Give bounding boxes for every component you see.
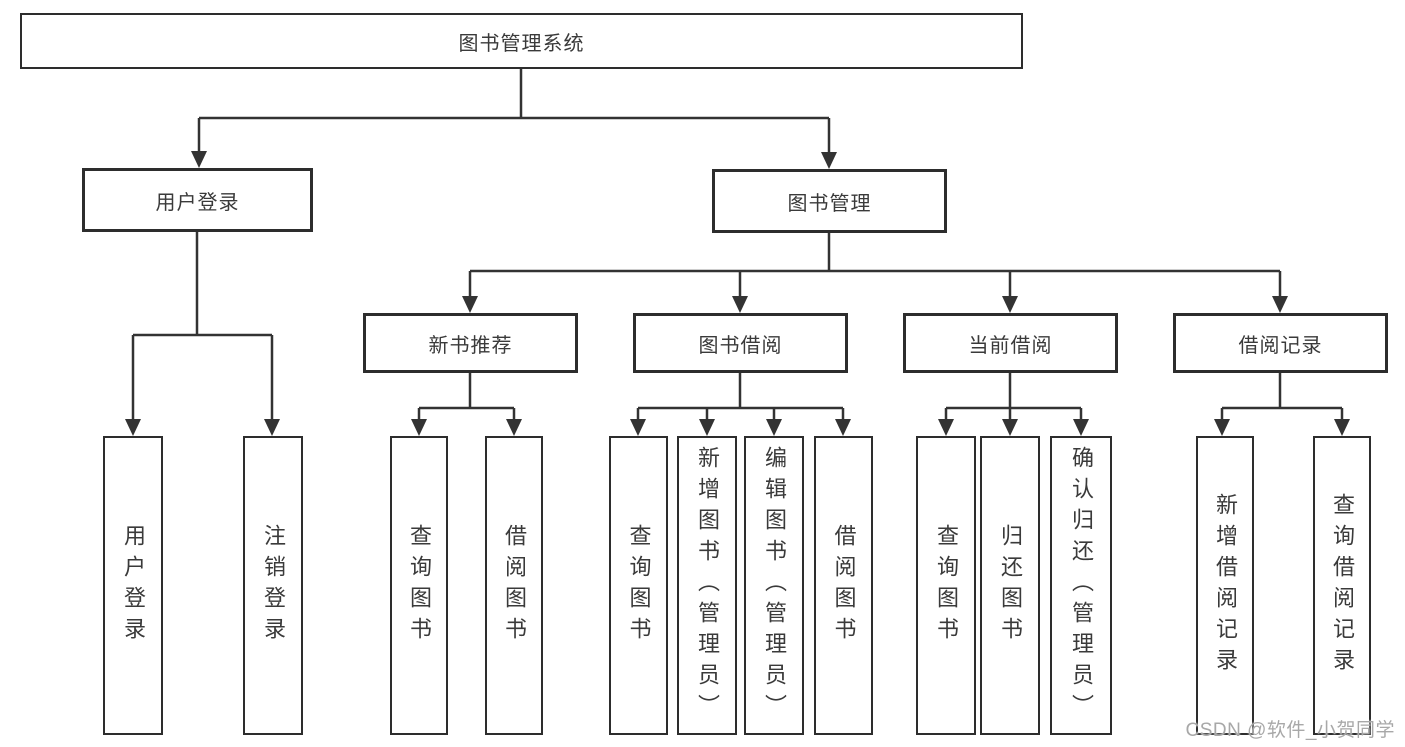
connector-root-to-level2 <box>191 69 837 169</box>
node-borrow-borrow-books-label: 借阅图书 <box>831 523 857 648</box>
node-borrow-borrow-books: 借阅图书 <box>814 436 873 735</box>
node-root: 图书管理系统 <box>20 13 1023 69</box>
node-user-login-label: 用户登录 <box>155 191 240 214</box>
node-records-query-record: 查询借阅记录 <box>1313 436 1371 735</box>
node-user-login: 用户登录 <box>82 168 313 232</box>
node-root-label: 图书管理系统 <box>458 32 585 55</box>
node-book-management: 图书管理 <box>712 169 947 233</box>
node-current-borrow: 当前借阅 <box>903 313 1118 373</box>
node-current-confirm-return-admin: 确认归还（管理员） <box>1050 436 1112 735</box>
connector-records-children <box>1214 373 1350 436</box>
node-book-management-label: 图书管理 <box>787 192 872 215</box>
node-book-borrow-label: 图书借阅 <box>698 334 783 357</box>
node-borrow-add-books-admin-label: 新增图书（管理员） <box>695 446 720 725</box>
connector-current-children <box>938 373 1089 436</box>
node-logout-leaf-label: 注销登录 <box>261 523 286 648</box>
node-borrow-add-books-admin: 新增图书（管理员） <box>677 436 737 735</box>
connector-login-children <box>125 232 280 436</box>
node-recommend-query-books: 查询图书 <box>390 436 448 735</box>
node-records-add-record-label: 新增借阅记录 <box>1213 492 1238 679</box>
connector-mgmt-to-level3 <box>462 233 1288 313</box>
node-borrow-edit-books-admin-label: 编辑图书（管理员） <box>762 446 787 725</box>
node-user-login-leaf-label: 用户登录 <box>121 523 146 648</box>
node-book-borrow: 图书借阅 <box>633 313 848 373</box>
node-user-login-leaf: 用户登录 <box>103 436 163 735</box>
node-current-query-books: 查询图书 <box>916 436 976 735</box>
node-borrow-edit-books-admin: 编辑图书（管理员） <box>744 436 804 735</box>
connector-recommend-children <box>411 373 522 436</box>
node-current-return-books-label: 归还图书 <box>998 523 1023 648</box>
node-recommend-query-books-label: 查询图书 <box>407 523 432 648</box>
node-records-add-record: 新增借阅记录 <box>1196 436 1254 735</box>
node-recommend-borrow-books: 借阅图书 <box>485 436 543 735</box>
node-borrow-records: 借阅记录 <box>1173 313 1388 373</box>
node-records-query-record-label: 查询借阅记录 <box>1330 492 1355 679</box>
node-borrow-query-books-label: 查询图书 <box>626 523 652 648</box>
node-recommend-borrow-books-label: 借阅图书 <box>502 523 527 648</box>
node-current-confirm-return-admin-label: 确认归还（管理员） <box>1069 446 1094 725</box>
node-current-borrow-label: 当前借阅 <box>968 334 1053 357</box>
node-new-book-recommend: 新书推荐 <box>363 313 578 373</box>
node-borrow-records-label: 借阅记录 <box>1238 334 1323 357</box>
node-logout-leaf: 注销登录 <box>243 436 303 735</box>
watermark: CSDN @软件_小贺同学 <box>1185 720 1395 741</box>
node-new-book-recommend-label: 新书推荐 <box>428 334 513 357</box>
node-current-return-books: 归还图书 <box>980 436 1040 735</box>
connector-borrow-children <box>630 373 851 436</box>
node-borrow-query-books: 查询图书 <box>609 436 668 735</box>
node-current-query-books-label: 查询图书 <box>934 523 959 648</box>
